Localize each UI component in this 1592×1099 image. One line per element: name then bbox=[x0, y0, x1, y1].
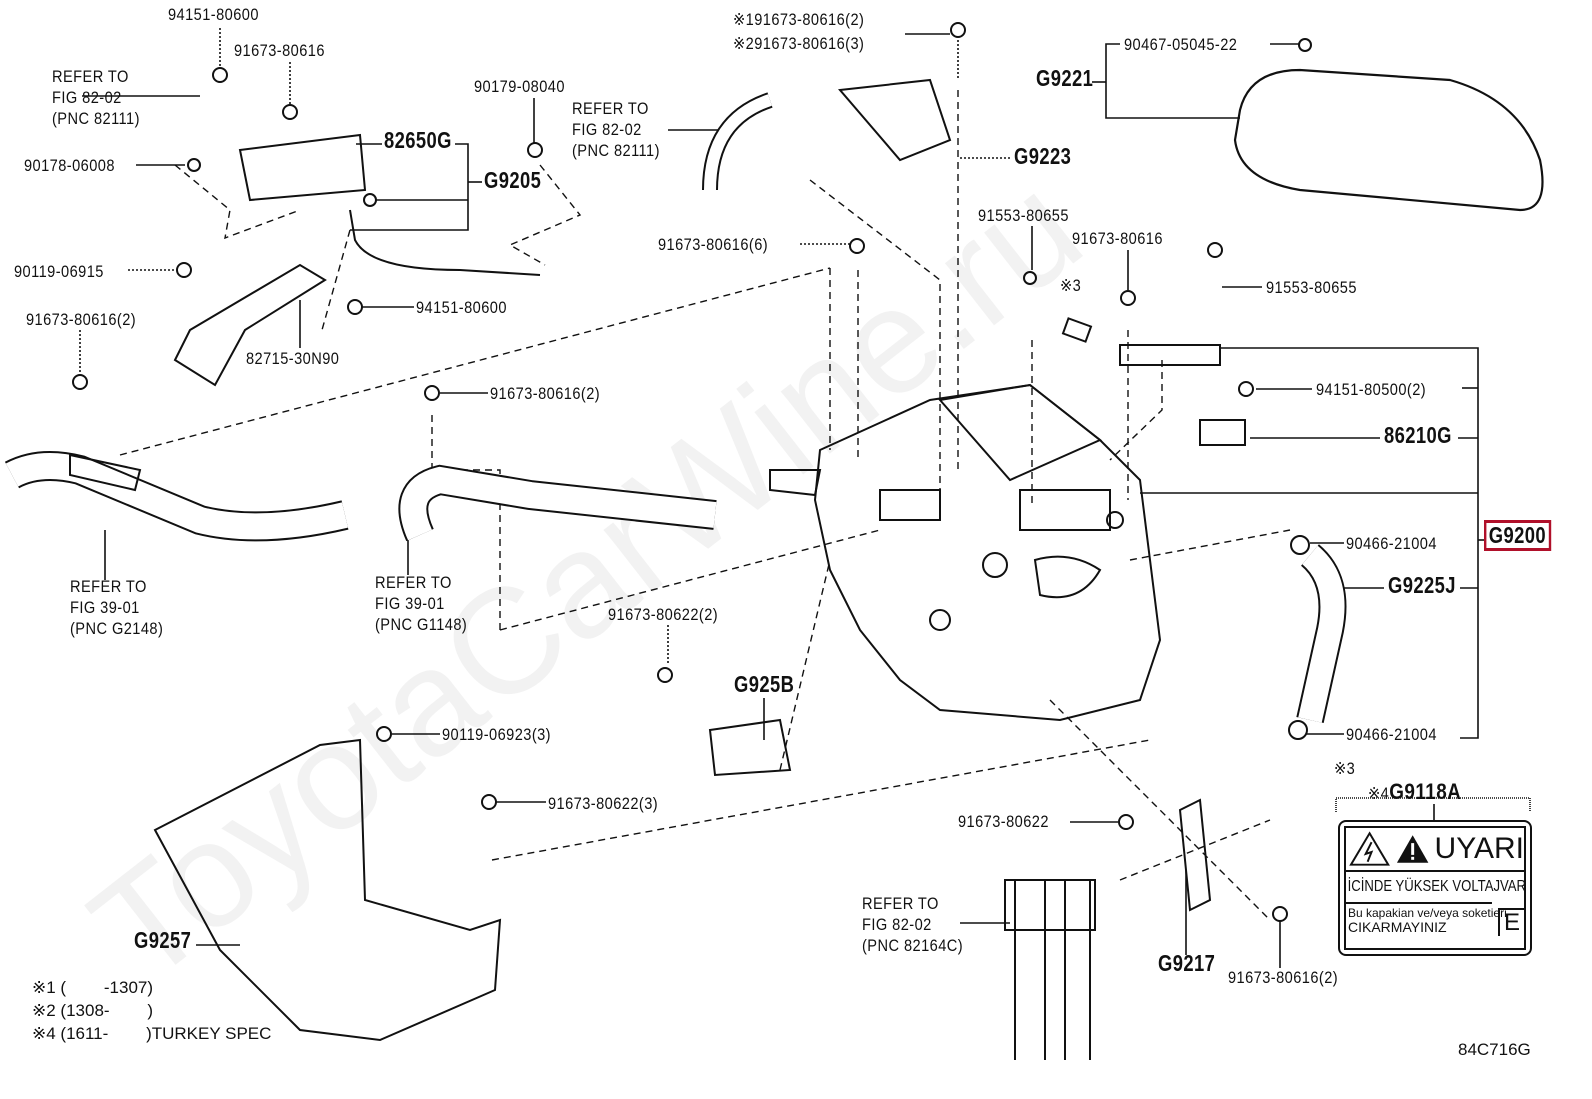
part-number-91673-80616-note1[interactable]: ※191673-80616(2) bbox=[733, 9, 864, 30]
high-voltage-icon bbox=[1349, 831, 1390, 866]
part-number-G9200-highlighted[interactable]: G9200 bbox=[1484, 520, 1551, 551]
note-marker: ※1 bbox=[733, 10, 755, 29]
part-number: G9118A bbox=[1389, 779, 1462, 804]
part-number-91673-80616-note2[interactable]: ※291673-80616(3) bbox=[733, 33, 864, 54]
ref-line: REFER TO bbox=[572, 99, 649, 118]
reference-fig-82-02[interactable]: REFER TO FIG 82-02 (PNC 82164C) bbox=[862, 893, 963, 956]
ref-line: REFER TO bbox=[52, 67, 129, 86]
part-number: 91673-80616(3) bbox=[754, 34, 865, 53]
part-number-91673-80616-2[interactable]: 91673-80616(2) bbox=[26, 310, 137, 329]
part-number-G9223[interactable]: G9223 bbox=[1014, 143, 1072, 169]
reference-fig-82-02[interactable]: REFER TO FIG 82-02 (PNC 82111) bbox=[572, 98, 660, 161]
part-number-G9225J[interactable]: G9225J bbox=[1388, 572, 1456, 598]
part-number-90178-06008[interactable]: 90178-06008 bbox=[24, 156, 115, 175]
part-number-91673-80616-2[interactable]: 91673-80616(2) bbox=[1228, 968, 1339, 987]
part-number-G9118A[interactable]: ※4G9118A bbox=[1368, 781, 1461, 804]
reference-fig-39-01[interactable]: REFER TO FIG 39-01 (PNC G2148) bbox=[70, 576, 163, 639]
diagram-code: 84C716G bbox=[1458, 1040, 1531, 1059]
part-number: 91673-80616(2) bbox=[754, 10, 865, 29]
ref-line: FIG 39-01 bbox=[70, 598, 140, 617]
part-number-G925B[interactable]: G925B bbox=[734, 671, 795, 697]
part-number-G9205[interactable]: G9205 bbox=[484, 167, 542, 193]
part-number-90119-06915[interactable]: 90119-06915 bbox=[14, 262, 104, 281]
ref-line: (PNC 82111) bbox=[572, 141, 660, 160]
warning-label: UYARI İCİNDE YÜKSEK VOLTAJVAR Bu kapakia… bbox=[1338, 820, 1532, 956]
part-number-90119-06923-3[interactable]: 90119-06923(3) bbox=[442, 725, 551, 744]
ref-line: (PNC 82111) bbox=[52, 109, 140, 128]
footnote-2: ※2 (1308- ) bbox=[32, 1001, 154, 1020]
part-number-94151-80600[interactable]: 94151-80600 bbox=[416, 298, 507, 317]
part-number-91673-80616[interactable]: 91673-80616 bbox=[234, 41, 325, 60]
reference-fig-39-01[interactable]: REFER TO FIG 39-01 (PNC G1148) bbox=[375, 572, 467, 635]
part-number-90467-05045-22[interactable]: 90467-05045-22 bbox=[1124, 35, 1238, 54]
ref-line: FIG 82-02 bbox=[572, 120, 642, 139]
part-number-82715-30N90[interactable]: 82715-30N90 bbox=[246, 349, 340, 368]
bolts bbox=[72, 22, 1312, 922]
footnote-4: ※4 (1611- )TURKEY SPEC bbox=[32, 1024, 272, 1043]
dashed-guides bbox=[119, 90, 1291, 921]
note-marker-3: ※3 bbox=[1334, 759, 1356, 778]
inverter-assembly bbox=[769, 383, 1162, 722]
brackets bbox=[69, 78, 1246, 1042]
part-number-G9217[interactable]: G9217 bbox=[1158, 950, 1216, 976]
part-number-94151-80500-2[interactable]: 94151-80500(2) bbox=[1316, 380, 1427, 399]
ref-line: REFER TO bbox=[862, 894, 939, 913]
ref-line: FIG 82-02 bbox=[862, 915, 932, 934]
part-number-94151-80600[interactable]: 94151-80600 bbox=[168, 5, 259, 24]
note-marker-3: ※3 bbox=[1060, 276, 1082, 295]
part-number-91673-80622[interactable]: 91673-80622 bbox=[958, 812, 1049, 831]
part-number-91673-80616[interactable]: 91673-80616 bbox=[1072, 229, 1163, 248]
part-number-G9257[interactable]: G9257 bbox=[134, 927, 192, 953]
footnote-1: ※1 ( -1307) bbox=[32, 978, 154, 997]
ref-line: FIG 39-01 bbox=[375, 594, 445, 613]
ref-line: FIG 82-02 bbox=[52, 88, 122, 107]
part-number-91673-80622-2[interactable]: 91673-80622(2) bbox=[608, 605, 719, 624]
part-number-82650G[interactable]: 82650G bbox=[384, 127, 452, 153]
part-number-G9221[interactable]: G9221 bbox=[1036, 65, 1094, 91]
warning-line-1: İCİNDE YÜKSEK VOLTAJVAR bbox=[1346, 872, 1526, 904]
part-number-91553-80655[interactable]: 91553-80655 bbox=[978, 206, 1069, 225]
warning-line-3: CIKARMAYINIZ bbox=[1348, 919, 1447, 935]
cover-part bbox=[1233, 68, 1544, 212]
ref-line: REFER TO bbox=[375, 573, 452, 592]
ref-line: (PNC 82164C) bbox=[862, 936, 964, 955]
warning-title: UYARI bbox=[1434, 832, 1524, 865]
part-number-91673-80616-6[interactable]: 91673-80616(6) bbox=[658, 235, 769, 254]
part-number-90466-21004[interactable]: 90466-21004 bbox=[1346, 725, 1437, 744]
part-number-90179-08040[interactable]: 90179-08040 bbox=[474, 77, 565, 96]
note-marker: ※4 bbox=[1368, 784, 1390, 803]
note-marker: ※2 bbox=[733, 34, 755, 53]
reference-fig-82-02[interactable]: REFER TO FIG 82-02 (PNC 82111) bbox=[52, 66, 140, 129]
part-number-91673-80616-2[interactable]: 91673-80616(2) bbox=[490, 384, 601, 403]
part-number-90466-21004[interactable]: 90466-21004 bbox=[1346, 534, 1437, 553]
hoses bbox=[4, 92, 1347, 1060]
part-number-86210G[interactable]: 86210G bbox=[1384, 422, 1452, 448]
ref-line: REFER TO bbox=[70, 577, 147, 596]
part-number-91553-80655[interactable]: 91553-80655 bbox=[1266, 278, 1357, 297]
leader-lines bbox=[79, 28, 1531, 968]
warning-triangle-icon bbox=[1397, 835, 1429, 863]
ref-line: (PNC G2148) bbox=[70, 619, 164, 638]
ref-line: (PNC G1148) bbox=[375, 615, 468, 634]
warning-corner-letter: E bbox=[1498, 908, 1524, 936]
part-number-91673-80622-3[interactable]: 91673-80622(3) bbox=[548, 794, 659, 813]
warning-line-2: Bu kapakian ve/veya soketieri bbox=[1348, 906, 1507, 920]
